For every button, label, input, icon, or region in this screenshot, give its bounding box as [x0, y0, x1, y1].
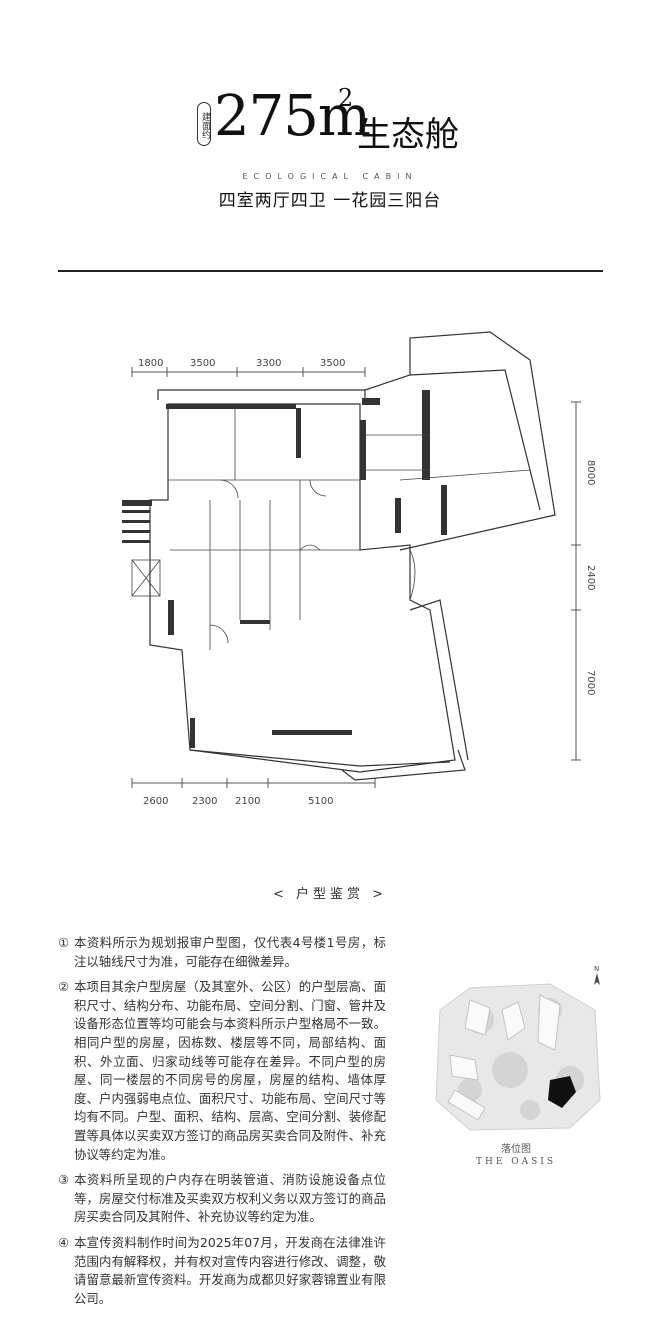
- unit-name: 生态舱: [357, 115, 459, 155]
- top-dim-label: 3500: [320, 358, 345, 369]
- disclaimer-notes: ① 本资料所示为规划报审户型图，仅代表4号楼1号房，标注以轴线尺寸为准，可能存在…: [58, 934, 386, 1315]
- note-number: ①: [58, 935, 70, 950]
- unit-english-name: ECOLOGICAL CABIN: [242, 172, 418, 181]
- note-text: 本项目其余户型房屋（及其室外、公区）的户型层高、面积尺寸、结构分布、功能布局、空…: [74, 979, 386, 1162]
- building-blocks: [447, 994, 561, 1121]
- unit-outline: [149, 331, 556, 781]
- location-english-label: THE OASIS: [475, 1157, 557, 1167]
- note-number: ③: [58, 1172, 70, 1188]
- top-dim-label: 1800: [138, 358, 163, 369]
- area-number: 275m: [214, 84, 371, 149]
- note-item: ② 本项目其余户型房屋（及其室外、公区）的户型层高、面积尺寸、结构分布、功能布局…: [58, 978, 386, 1164]
- section-caption: < 户型鉴赏 >: [272, 887, 388, 902]
- floor-plan: 1800 3500 3300 3500 2600 2300 2100 5100 …: [122, 331, 596, 807]
- location-label: 落位图: [501, 1144, 531, 1155]
- unit-layout-subtitle: 四室两厅四卫 一花园三阳台: [218, 191, 442, 211]
- note-item: ① 本资料所示为规划报审户型图，仅代表4号楼1号房，标注以轴线尺寸为准，可能存在…: [58, 934, 386, 971]
- area-badge: 建面约: [197, 102, 211, 146]
- north-label: N: [594, 965, 599, 973]
- note-text: 本资料所呈现的户内存在明装管道、消防设施设备点位等，房屋交付标准及买卖双方权利义…: [74, 1172, 386, 1225]
- interior-lines: [131, 408, 531, 650]
- note-text: 本资料所示为规划报审户型图，仅代表4号楼1号房，标注以轴线尺寸为准，可能存在细微…: [74, 935, 386, 969]
- note-text: 本宣传资料制作时间为2025年07月，开发商在法律准许范围内有解释权，并有权对宣…: [74, 1234, 386, 1306]
- header-divider: [58, 270, 603, 272]
- top-dim-label: 3300: [256, 358, 281, 369]
- bottom-dim-label: 2100: [235, 796, 260, 807]
- note-number: ②: [58, 979, 70, 995]
- right-dim-label: 2400: [585, 565, 596, 590]
- site-location-map: [435, 983, 601, 1131]
- note-item: ④ 本宣传资料制作时间为2025年07月，开发商在法律准许范围内有解释权，并有权…: [58, 1234, 386, 1308]
- bottom-dim-label: 5100: [308, 796, 333, 807]
- bottom-dim-label: 2600: [143, 796, 168, 807]
- walls: [122, 390, 447, 748]
- north-arrow-icon: N: [594, 965, 600, 985]
- right-dim-label: 7000: [585, 670, 596, 695]
- area-unit-superscript: 2: [338, 84, 354, 112]
- top-dim-label: 3500: [190, 358, 215, 369]
- note-item: ③ 本资料所呈现的户内存在明装管道、消防设施设备点位等，房屋交付标准及买卖双方权…: [58, 1171, 386, 1227]
- note-number: ④: [58, 1234, 70, 1250]
- unit-location-marker: [548, 1076, 576, 1108]
- right-dim-label: 8000: [585, 460, 596, 485]
- bottom-dim-label: 2300: [192, 796, 217, 807]
